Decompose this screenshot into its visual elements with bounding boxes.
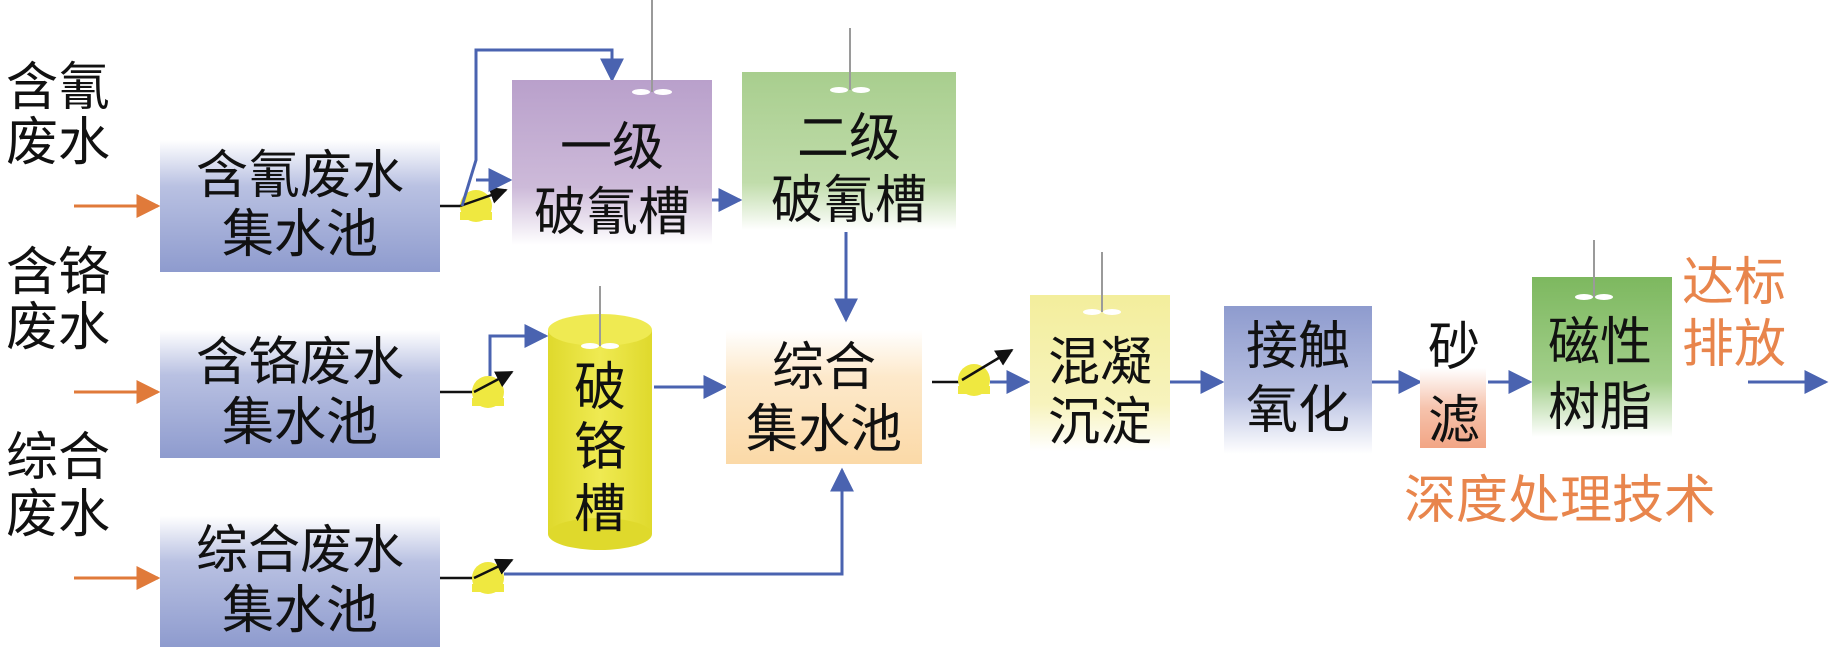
pump-cyanide-arrow xyxy=(459,186,508,208)
cyanide-collection-pool: 含氰废水 集水池 xyxy=(160,140,440,272)
magnetic-resin-line2: 树脂 xyxy=(1548,378,1652,438)
arrow-mixed-to-combined xyxy=(504,467,854,576)
sand-filter-char1: 砂 xyxy=(1428,318,1480,378)
pump-chromium-arrow xyxy=(473,370,514,394)
magnetic-resin-tank: 磁性 树脂 xyxy=(1532,240,1672,438)
secondary-cyanide-break-tank: 二级 破氰槽 xyxy=(742,28,956,231)
combined-pool-line1: 综合 xyxy=(772,338,876,398)
secondary-cyanide-break-line1: 二级 xyxy=(797,109,901,169)
input-chromium-line1: 含铬 xyxy=(6,243,110,303)
mixed-pool-line1: 综合废水 xyxy=(196,521,404,581)
contact-oxidation-tank: 接触 氧化 xyxy=(1224,306,1372,454)
cyanide-pool-line2: 集水池 xyxy=(222,205,378,265)
chromium-break-char1: 破 xyxy=(574,358,626,418)
sand-filter-char2: 滤 xyxy=(1428,391,1480,451)
magnetic-resin-line1: 磁性 xyxy=(1548,313,1652,373)
combined-pool-line2: 集水池 xyxy=(746,400,902,460)
input-cyanide-line2: 废水 xyxy=(6,113,110,173)
input-mixed-line2: 废水 xyxy=(6,485,110,545)
coagulation-line1: 混凝 xyxy=(1048,333,1152,393)
coagulation-line2: 沉淀 xyxy=(1048,393,1152,453)
mixed-pool-line2: 集水池 xyxy=(222,581,378,641)
combined-collection-pool: 综合 集水池 xyxy=(726,330,922,464)
pump-combined-arrow xyxy=(961,348,1014,382)
pump-mixed-arrow xyxy=(473,558,514,580)
discharge-line1: 达标 xyxy=(1682,253,1786,313)
contact-oxidation-line2: 氧化 xyxy=(1246,381,1350,441)
input-mixed-line1: 综合 xyxy=(6,428,110,488)
chromium-break-char2: 铬 xyxy=(574,418,626,478)
chromium-break-tank: 破 铬 槽 xyxy=(548,286,652,550)
primary-cyanide-break-line1: 一级 xyxy=(560,118,664,178)
cyanide-pool-line1: 含氰废水 xyxy=(196,146,404,206)
input-cyanide-line1: 含氰 xyxy=(6,58,110,118)
coagulation-sedimentation-tank: 混凝 沉淀 xyxy=(1030,252,1170,453)
feed-line-chromium xyxy=(488,324,549,376)
pump-combined xyxy=(958,364,990,396)
advanced-treatment-label: 深度处理技术 xyxy=(1404,471,1716,531)
secondary-cyanide-break-line2: 破氰槽 xyxy=(771,171,927,231)
primary-cyanide-break-tank: 一级 破氰槽 xyxy=(512,0,712,245)
input-chromium-line2: 废水 xyxy=(6,298,110,358)
primary-cyanide-break-line2: 破氰槽 xyxy=(534,183,690,243)
mixed-collection-pool: 综合废水 集水池 xyxy=(160,516,440,647)
chromium-pool-line1: 含铬废水 xyxy=(196,333,404,393)
discharge-line2: 排放 xyxy=(1682,315,1786,375)
pump-chromium xyxy=(472,376,504,408)
recirculation-line-cyanide xyxy=(460,48,624,207)
chromium-break-char3: 槽 xyxy=(574,480,626,540)
sand-filter: 砂 滤 xyxy=(1420,318,1486,451)
chromium-pool-line2: 集水池 xyxy=(222,393,378,453)
contact-oxidation-line1: 接触 xyxy=(1246,317,1350,377)
chromium-collection-pool: 含铬废水 集水池 xyxy=(160,330,440,458)
